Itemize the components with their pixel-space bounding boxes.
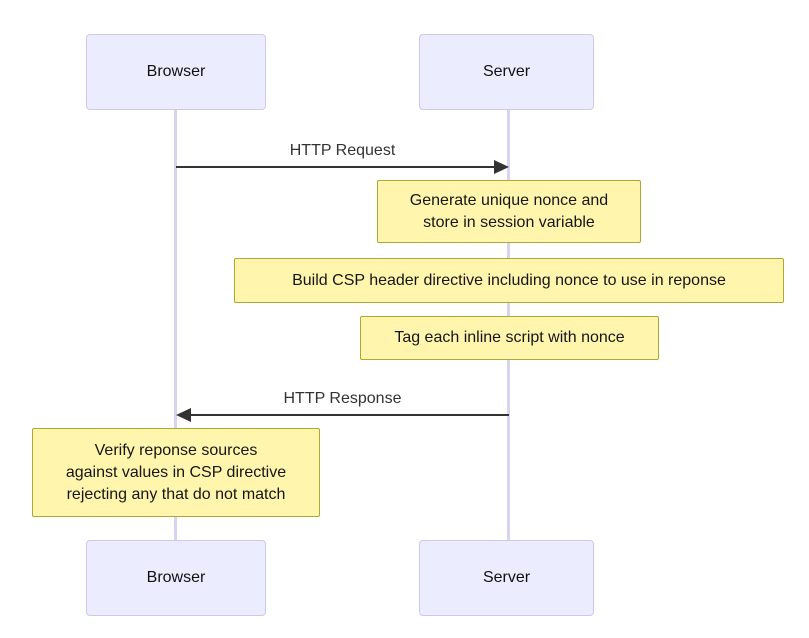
note-verify-response-sources: Verify reponse sources against values in… [32,428,320,517]
note-line: Build CSP header directive including non… [292,271,726,289]
actor-box-server-bottom: Server [419,540,594,616]
note-tag-inline-script: Tag each inline script with nonce [360,316,659,360]
message-line-http-request [176,166,496,168]
note-line: rejecting any that do not match [66,485,286,503]
message-label-http-request: HTTP Request [289,142,396,159]
note-build-csp-header: Build CSP header directive including non… [234,258,784,303]
actor-label-browser-bottom: Browser [146,569,206,586]
actor-label-browser-top: Browser [146,63,206,80]
actor-label-server-top: Server [482,63,531,80]
message-label-http-response: HTTP Response [283,390,402,407]
note-line: Verify reponse sources [94,441,258,459]
actor-label-server-bottom: Server [482,569,531,586]
note-line: Generate unique nonce and [409,191,609,209]
note-generate-nonce: Generate unique nonce and store in sessi… [377,180,641,243]
note-line: against values in CSP directive [65,463,287,481]
note-line: store in session variable [423,213,595,231]
note-line: Tag each inline script with nonce [394,329,625,346]
actor-box-server-top: Server [419,34,594,110]
message-line-http-response [189,414,509,416]
arrowhead-left-icon [176,408,191,422]
actor-box-browser-top: Browser [86,34,266,110]
actor-box-browser-bottom: Browser [86,540,266,616]
arrowhead-right-icon [494,160,509,174]
lifeline-browser [174,110,177,541]
